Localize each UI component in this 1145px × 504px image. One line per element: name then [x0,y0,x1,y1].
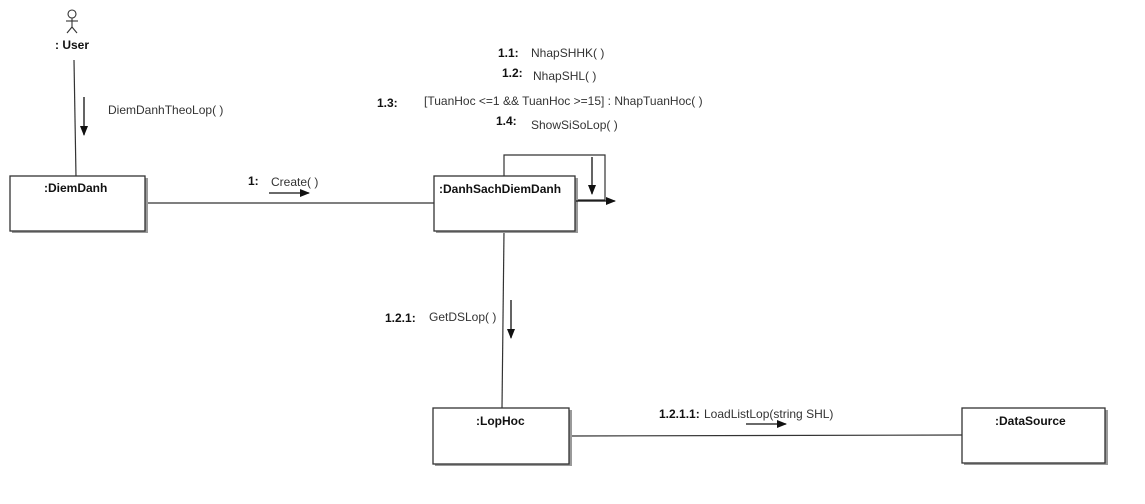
message-label: LoadListLop(string SHL) [704,407,833,421]
link-lophoc-datasource [570,434,963,437]
message-getdslop: 1.2.1: GetDSLop( ) [385,300,515,339]
message-label: ShowSiSoLop( ) [531,118,618,132]
message-nhapshhk: 1.1: NhapSHHK( ) [498,46,604,60]
message-label: NhapSHL( ) [533,69,596,83]
message-label: [TuanHoc <=1 && TuanHoc >=15] : NhapTuan… [424,94,703,108]
message-create: 1: Create( ) [248,174,318,197]
message-number: 1.2: [502,66,523,80]
object-danhsachdiemdanh-name: :DanhSachDiemDanh [439,182,561,196]
actor-name: : User [55,38,89,52]
message-nhapshl: 1.2: NhapSHL( ) [502,66,596,83]
object-diemdanh[interactable]: :DiemDanh [9,175,148,233]
link-danhsach-lophoc [501,230,505,409]
message-nhaptuanhoc: 1.3: [TuanHoc <=1 && TuanHoc >=15] : Nha… [377,94,703,110]
message-showsisolop: 1.4: ShowSiSoLop( ) [496,114,618,132]
link-user-diemdanh [73,59,77,178]
message-number: 1.4: [496,114,517,128]
message-label: GetDSLop( ) [429,310,496,324]
object-lophoc[interactable]: :LopHoc [432,407,572,466]
message-label: DiemDanhTheoLop( ) [108,103,223,117]
actor-user[interactable]: : User [55,9,89,52]
object-danhsachdiemdanh[interactable]: :DanhSachDiemDanh [433,175,578,233]
message-diemdanhtheolop: DiemDanhTheoLop( ) [80,97,223,136]
object-datasource[interactable]: :DataSource [961,407,1108,465]
message-number: 1.2.1.1: [659,407,700,421]
self-link-danhsach [503,154,606,201]
message-number: 1.3: [377,96,398,110]
message-loadlistlop: 1.2.1.1: LoadListLop(string SHL) [659,407,833,428]
object-lophoc-name: :LopHoc [476,414,525,428]
message-label: Create( ) [271,175,318,189]
message-number: 1: [248,174,259,188]
object-datasource-name: :DataSource [995,414,1066,428]
message-number: 1.1: [498,46,519,60]
message-number: 1.2.1: [385,311,416,325]
object-diemdanh-name: :DiemDanh [44,181,107,195]
message-label: NhapSHHK( ) [531,46,604,60]
user-stick-figure-icon [66,9,78,34]
